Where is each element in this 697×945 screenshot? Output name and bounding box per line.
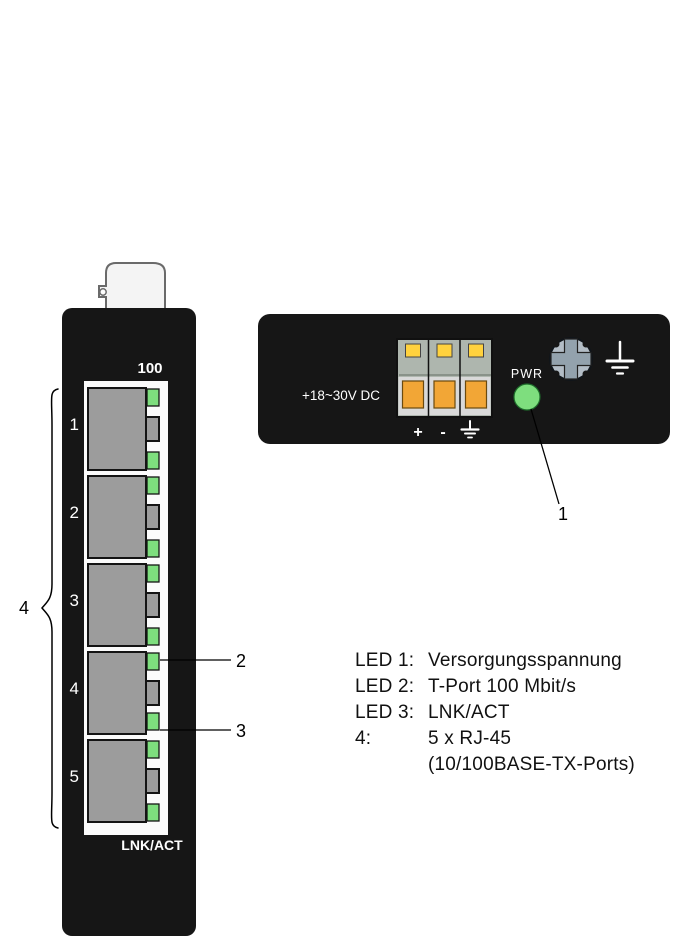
legend-row: (10/100BASE-TX-Ports) (355, 752, 635, 778)
legend-key: LED 3: (355, 702, 415, 723)
terminal-screw-slot (468, 343, 484, 358)
callout-line-1 (530, 408, 560, 505)
port-number: 5 (70, 767, 79, 786)
legend-key: LED 2: (355, 676, 415, 697)
legend: LED 1: Versorgungsspannung LED 2: T-Port… (355, 648, 635, 778)
port-led-lnkact (146, 803, 160, 822)
earth-ground-icon (460, 420, 480, 439)
terminal-screw-slot (436, 343, 453, 358)
legend-row: 4: 5 x RJ-45 (355, 726, 635, 752)
lnk-act-label: LNK/ACT (121, 837, 183, 853)
terminal-wire-port (401, 380, 425, 409)
rj45-port-1: 1 (70, 387, 160, 471)
din-rail-clip-icon (98, 262, 166, 311)
legend-value: (10/100BASE-TX-Ports) (428, 754, 635, 775)
port-led-100 (146, 388, 160, 407)
power-input-label: +18~30V DC (302, 388, 380, 403)
callout-label-4: 4 (19, 598, 29, 618)
terminal-wire-port (433, 380, 456, 409)
port-number: 4 (70, 679, 79, 698)
port-led-100 (146, 476, 160, 495)
rj45-port-5: 5 (70, 739, 160, 823)
port-led-100 (146, 740, 160, 759)
callout-label-3: 3 (236, 721, 246, 741)
callout-label-1: 1 (558, 504, 568, 524)
port-number: 1 (70, 415, 79, 434)
rj45-port-2: 2 (70, 475, 160, 559)
port-led-lnkact (146, 627, 160, 646)
port-led-100 (146, 564, 160, 583)
legend-value: 5 x RJ-45 (428, 728, 512, 749)
legend-row: LED 3: LNK/ACT (355, 700, 635, 726)
port-led-lnkact (146, 712, 160, 731)
legend-key: LED 1: (355, 650, 415, 671)
legend-value: T-Port 100 Mbit/s (428, 676, 577, 697)
terminal-screw-slot (405, 343, 421, 358)
port-led-lnkact (146, 539, 160, 558)
port-number: 2 (70, 503, 79, 522)
legend-key: 4: (355, 728, 372, 749)
legend-row: LED 1: Versorgungsspannung (355, 648, 635, 674)
callout-label-2: 2 (236, 651, 246, 671)
terminal-minus-label: - (440, 424, 445, 441)
terminal-plus-label: + (413, 424, 422, 441)
earth-ground-icon (605, 340, 635, 375)
speed-label: 100 (137, 360, 162, 377)
power-terminal-block (396, 338, 493, 418)
port-number: 3 (70, 591, 79, 610)
port-led-100 (146, 652, 160, 671)
pwr-led (513, 383, 541, 411)
legend-row: LED 2: T-Port 100 Mbit/s (355, 674, 635, 700)
rj45-port-4: 4 (70, 651, 160, 735)
ports-group-brace (41, 388, 59, 829)
terminal-wire-port (464, 380, 488, 409)
legend-key (355, 752, 428, 778)
grounding-screw-icon (549, 337, 593, 381)
port-led-lnkact (146, 451, 160, 470)
rj45-port-3: 3 (70, 563, 160, 647)
legend-value: Versorgungsspannung (428, 650, 622, 671)
pwr-label: PWR (511, 367, 543, 381)
legend-value: LNK/ACT (428, 702, 510, 723)
